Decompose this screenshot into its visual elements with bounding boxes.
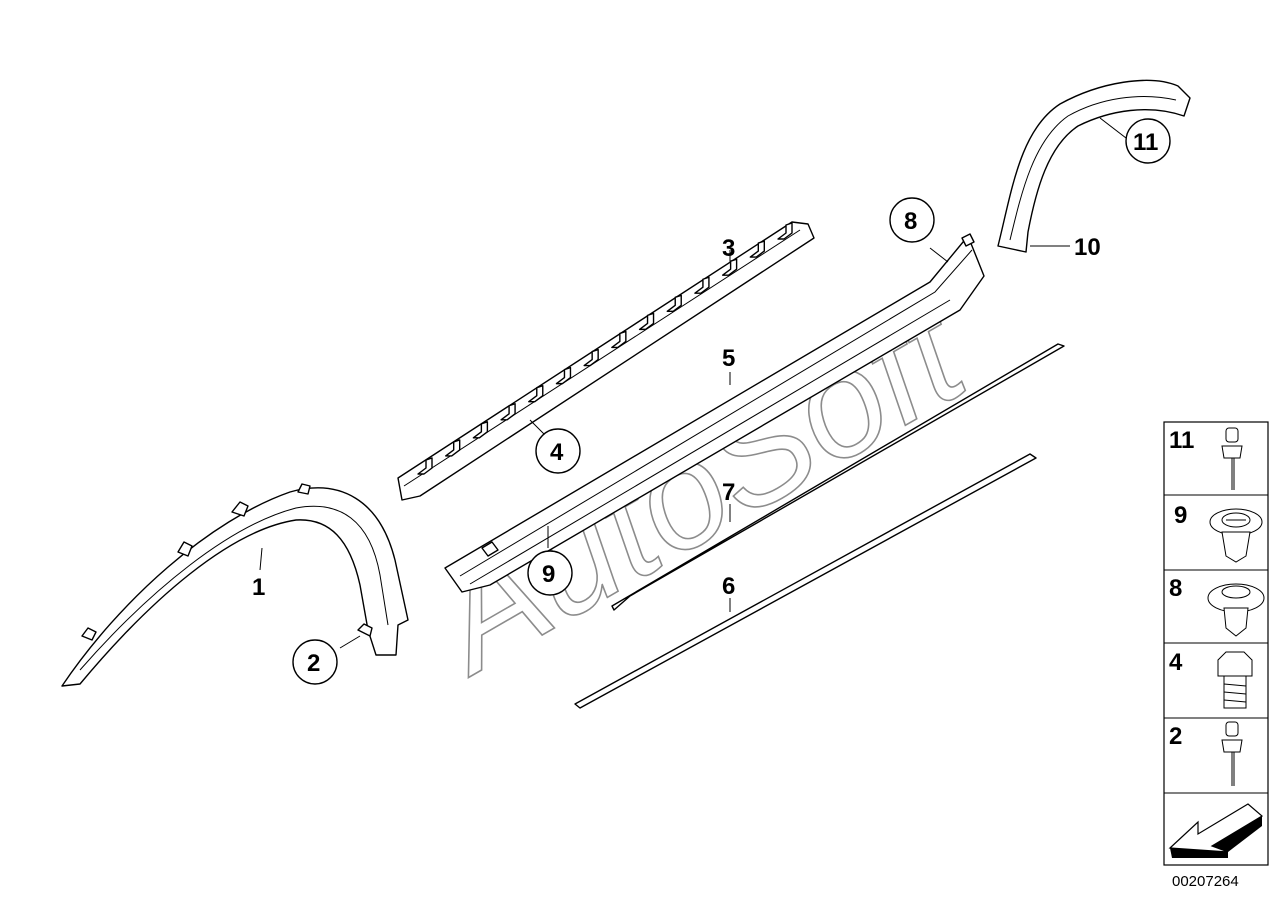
wheel-arch-trim-rear bbox=[997, 79, 1191, 253]
rail-clip bbox=[583, 348, 599, 367]
legend-label-8: 8 bbox=[1169, 575, 1182, 602]
mounting-rail bbox=[397, 221, 815, 501]
blind-rivet-icon bbox=[1221, 427, 1243, 490]
callout-1: 1 bbox=[252, 574, 265, 601]
callout-9: 9 bbox=[542, 561, 555, 588]
expanding-clip-icon bbox=[1209, 508, 1263, 563]
callout-8-circle bbox=[889, 197, 935, 243]
fastener-legend: 11 9 8 4 bbox=[1163, 421, 1269, 866]
callout-9-circle bbox=[527, 550, 573, 596]
document-number: 00207264 bbox=[1172, 873, 1239, 890]
callout-2: 2 bbox=[307, 650, 320, 677]
rail-clip bbox=[500, 403, 516, 421]
callout-10: 10 bbox=[1074, 234, 1101, 261]
rail-clip bbox=[721, 258, 738, 276]
callout-2-circle bbox=[292, 639, 338, 685]
wheel-arch-trim-front bbox=[61, 483, 409, 687]
callout-4: 4 bbox=[550, 439, 564, 466]
rail-clip bbox=[666, 294, 682, 313]
rail-clip bbox=[444, 439, 461, 457]
rail-clip bbox=[611, 330, 627, 349]
legend-label-4: 4 bbox=[1169, 649, 1183, 676]
forward-direction-arrow-icon bbox=[1168, 803, 1264, 858]
rail-clip bbox=[777, 222, 793, 240]
rail-clip bbox=[638, 312, 655, 331]
legend-label-11: 11 bbox=[1169, 427, 1194, 454]
callout-11-circle bbox=[1125, 118, 1171, 164]
callout-11: 11 bbox=[1133, 129, 1158, 156]
rail-clip bbox=[472, 421, 489, 439]
callout-4-circle bbox=[535, 428, 581, 474]
callout-6: 6 bbox=[722, 573, 735, 600]
hex-bolt-icon bbox=[1217, 651, 1253, 709]
blind-rivet-icon bbox=[1221, 721, 1243, 786]
rail-clip bbox=[528, 384, 544, 403]
push-clip-icon bbox=[1207, 583, 1265, 637]
callout-8: 8 bbox=[904, 208, 917, 235]
side-sill-cover bbox=[444, 233, 985, 593]
trim-strip bbox=[611, 343, 1065, 611]
seal-strip bbox=[574, 453, 1037, 709]
callouts: 1 2 3 4 5 6 7 8 9 10 11 bbox=[252, 118, 1171, 685]
rail-clip bbox=[694, 276, 710, 294]
rail-clip bbox=[749, 240, 766, 258]
rail-clip bbox=[555, 366, 572, 385]
leader-lines bbox=[259, 117, 1127, 649]
callout-7: 7 bbox=[722, 479, 735, 506]
callout-5: 5 bbox=[722, 345, 735, 372]
legend-label-2: 2 bbox=[1169, 723, 1182, 750]
rail-clip bbox=[417, 457, 433, 475]
callout-3: 3 bbox=[722, 235, 735, 262]
legend-label-9: 9 bbox=[1174, 502, 1187, 529]
